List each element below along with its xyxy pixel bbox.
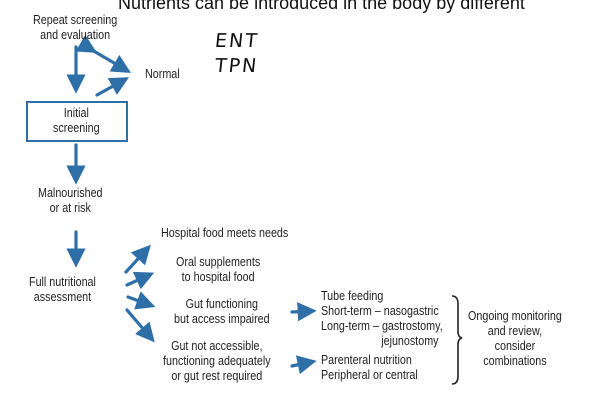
node-parenteral: Parenteral nutrition Peripheral or centr… (321, 353, 418, 382)
node-hospital-food: Hospital food meets needs (161, 226, 289, 240)
node-malnourished: Malnourished or at risk (38, 186, 103, 215)
node-gut-not-accessible: Gut not accessible, functioning adequate… (163, 339, 271, 383)
arrow-to-gut-functioning (126, 291, 156, 310)
node-normal: Normal (145, 67, 180, 81)
node-repeat-screening: Repeat screening and evaluation (33, 13, 118, 42)
node-oral-supplements: Oral supplements to hospital food (176, 255, 261, 284)
node-initial-screening: Initial screening (53, 106, 100, 135)
node-gut-functioning: Gut functioning but access impaired (174, 297, 270, 326)
arrow-repeat-to-normal (75, 34, 131, 73)
arrow-to-hospital-food (124, 244, 151, 274)
arrow-to-oral-supplements (125, 271, 155, 290)
arrow-to-parenteral (290, 355, 317, 375)
arrow-to-gut-not-accessible (125, 308, 155, 343)
node-full-assessment: Full nutritional assessment (29, 275, 96, 304)
slide-header-text: Nutrients can be introduced in the body … (118, 0, 525, 13)
node-tube-feeding: Tube feeding Short-term – nasogastric Lo… (321, 289, 443, 348)
arrow-to-tube-feeding (290, 302, 317, 322)
initial-screening-box (26, 101, 128, 142)
node-ongoing-monitoring: Ongoing monitoring and review, consider … (468, 309, 562, 368)
ongoing-bracket (451, 295, 463, 385)
arrow-initial-to-normal (95, 77, 130, 97)
